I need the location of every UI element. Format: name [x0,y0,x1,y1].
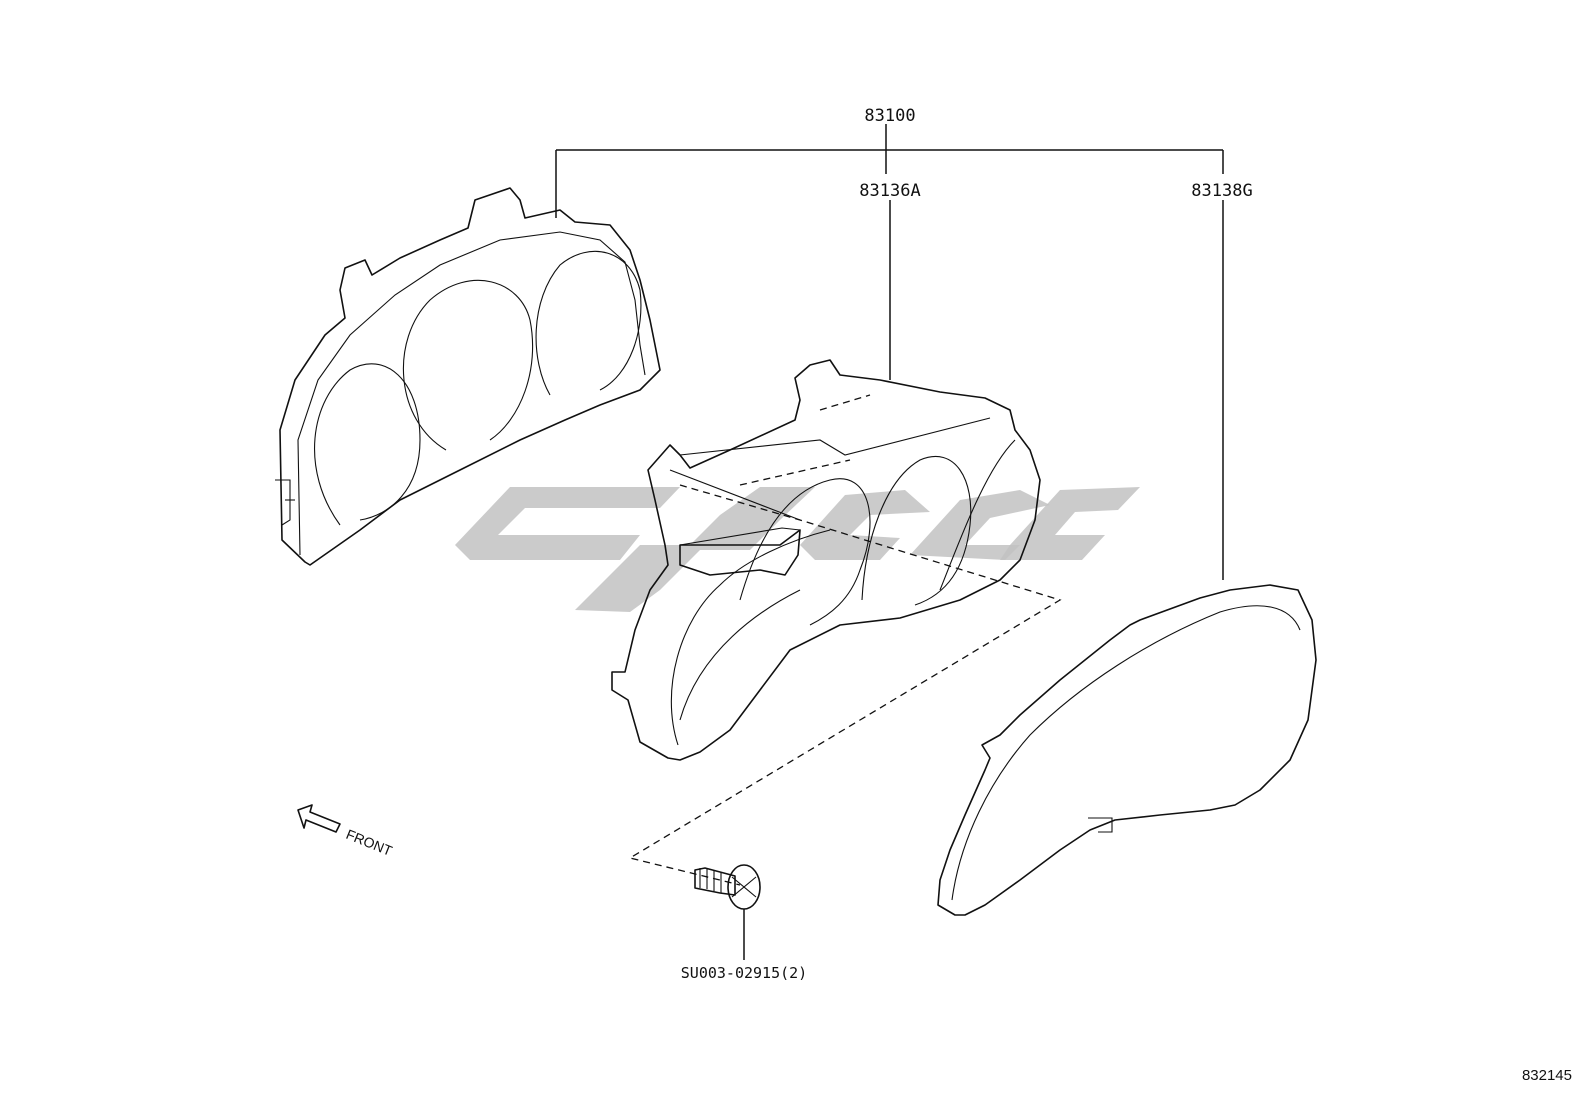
callout-screw: SU003-02915(2) [681,964,807,982]
watermark-logo [455,487,1140,612]
illustration-id: 832145 [1522,1067,1572,1084]
front-direction-label: FRONT [344,826,395,859]
assembly-dashes [628,394,1062,886]
callout-case: 83136A [859,181,920,201]
meter-case-part [611,359,1041,761]
front-arrow-icon [297,804,341,833]
meter-glass-part [937,584,1317,916]
screw-part [694,864,761,960]
callout-glass: 83138G [1191,181,1252,201]
callout-assembly: 83100 [864,106,915,126]
gauge-panel-part [275,187,661,566]
assembly-leader [555,124,1224,218]
